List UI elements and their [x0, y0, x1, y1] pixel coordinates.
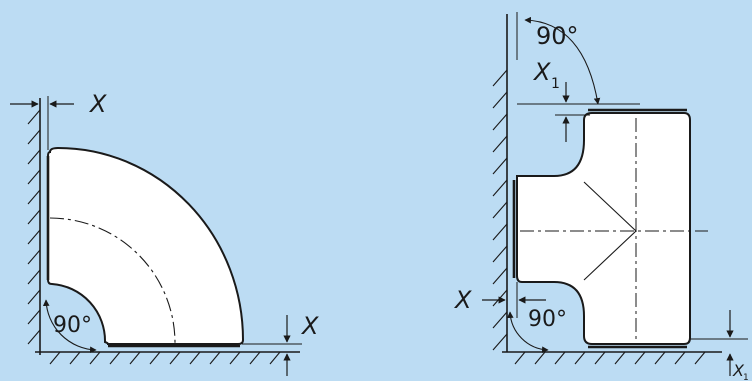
- elbow-wall-hatch: [27, 109, 41, 345]
- elbow-floor-hatch: [49, 351, 281, 365]
- elbow-gap-label: X: [88, 90, 107, 118]
- tee-top-angle-label: 90°: [536, 22, 579, 50]
- elbow-centerline: [49, 217, 176, 344]
- elbow-bottom-gap-label: X: [300, 312, 319, 340]
- tee-body: [516, 112, 691, 345]
- tee-bottom-x1-subscript: 1: [743, 373, 749, 381]
- tee-wall-hatch: [492, 69, 508, 351]
- tee-x1-subscript: 1: [551, 76, 560, 92]
- tee-x1-label: X: [532, 58, 551, 86]
- tee-miter-upper: [583, 181, 637, 232]
- tee-bottom-x1-label: X: [732, 361, 745, 380]
- elbow-angle-arc: [42, 299, 97, 354]
- elbow-diagram: [10, 96, 302, 376]
- elbow-angle-label: 90°: [53, 313, 92, 338]
- tee-miter-lower: [583, 230, 637, 281]
- tee-diagram: [482, 12, 748, 376]
- tee-left-gap-label: X: [453, 286, 472, 314]
- tee-top-angle-arc: [524, 16, 601, 105]
- tee-bottom-angle-label: 90°: [528, 307, 567, 332]
- elbow-body: [47, 146, 245, 345]
- tee-bottom-angle-arc: [506, 311, 549, 354]
- tee-floor-hatch: [514, 351, 706, 365]
